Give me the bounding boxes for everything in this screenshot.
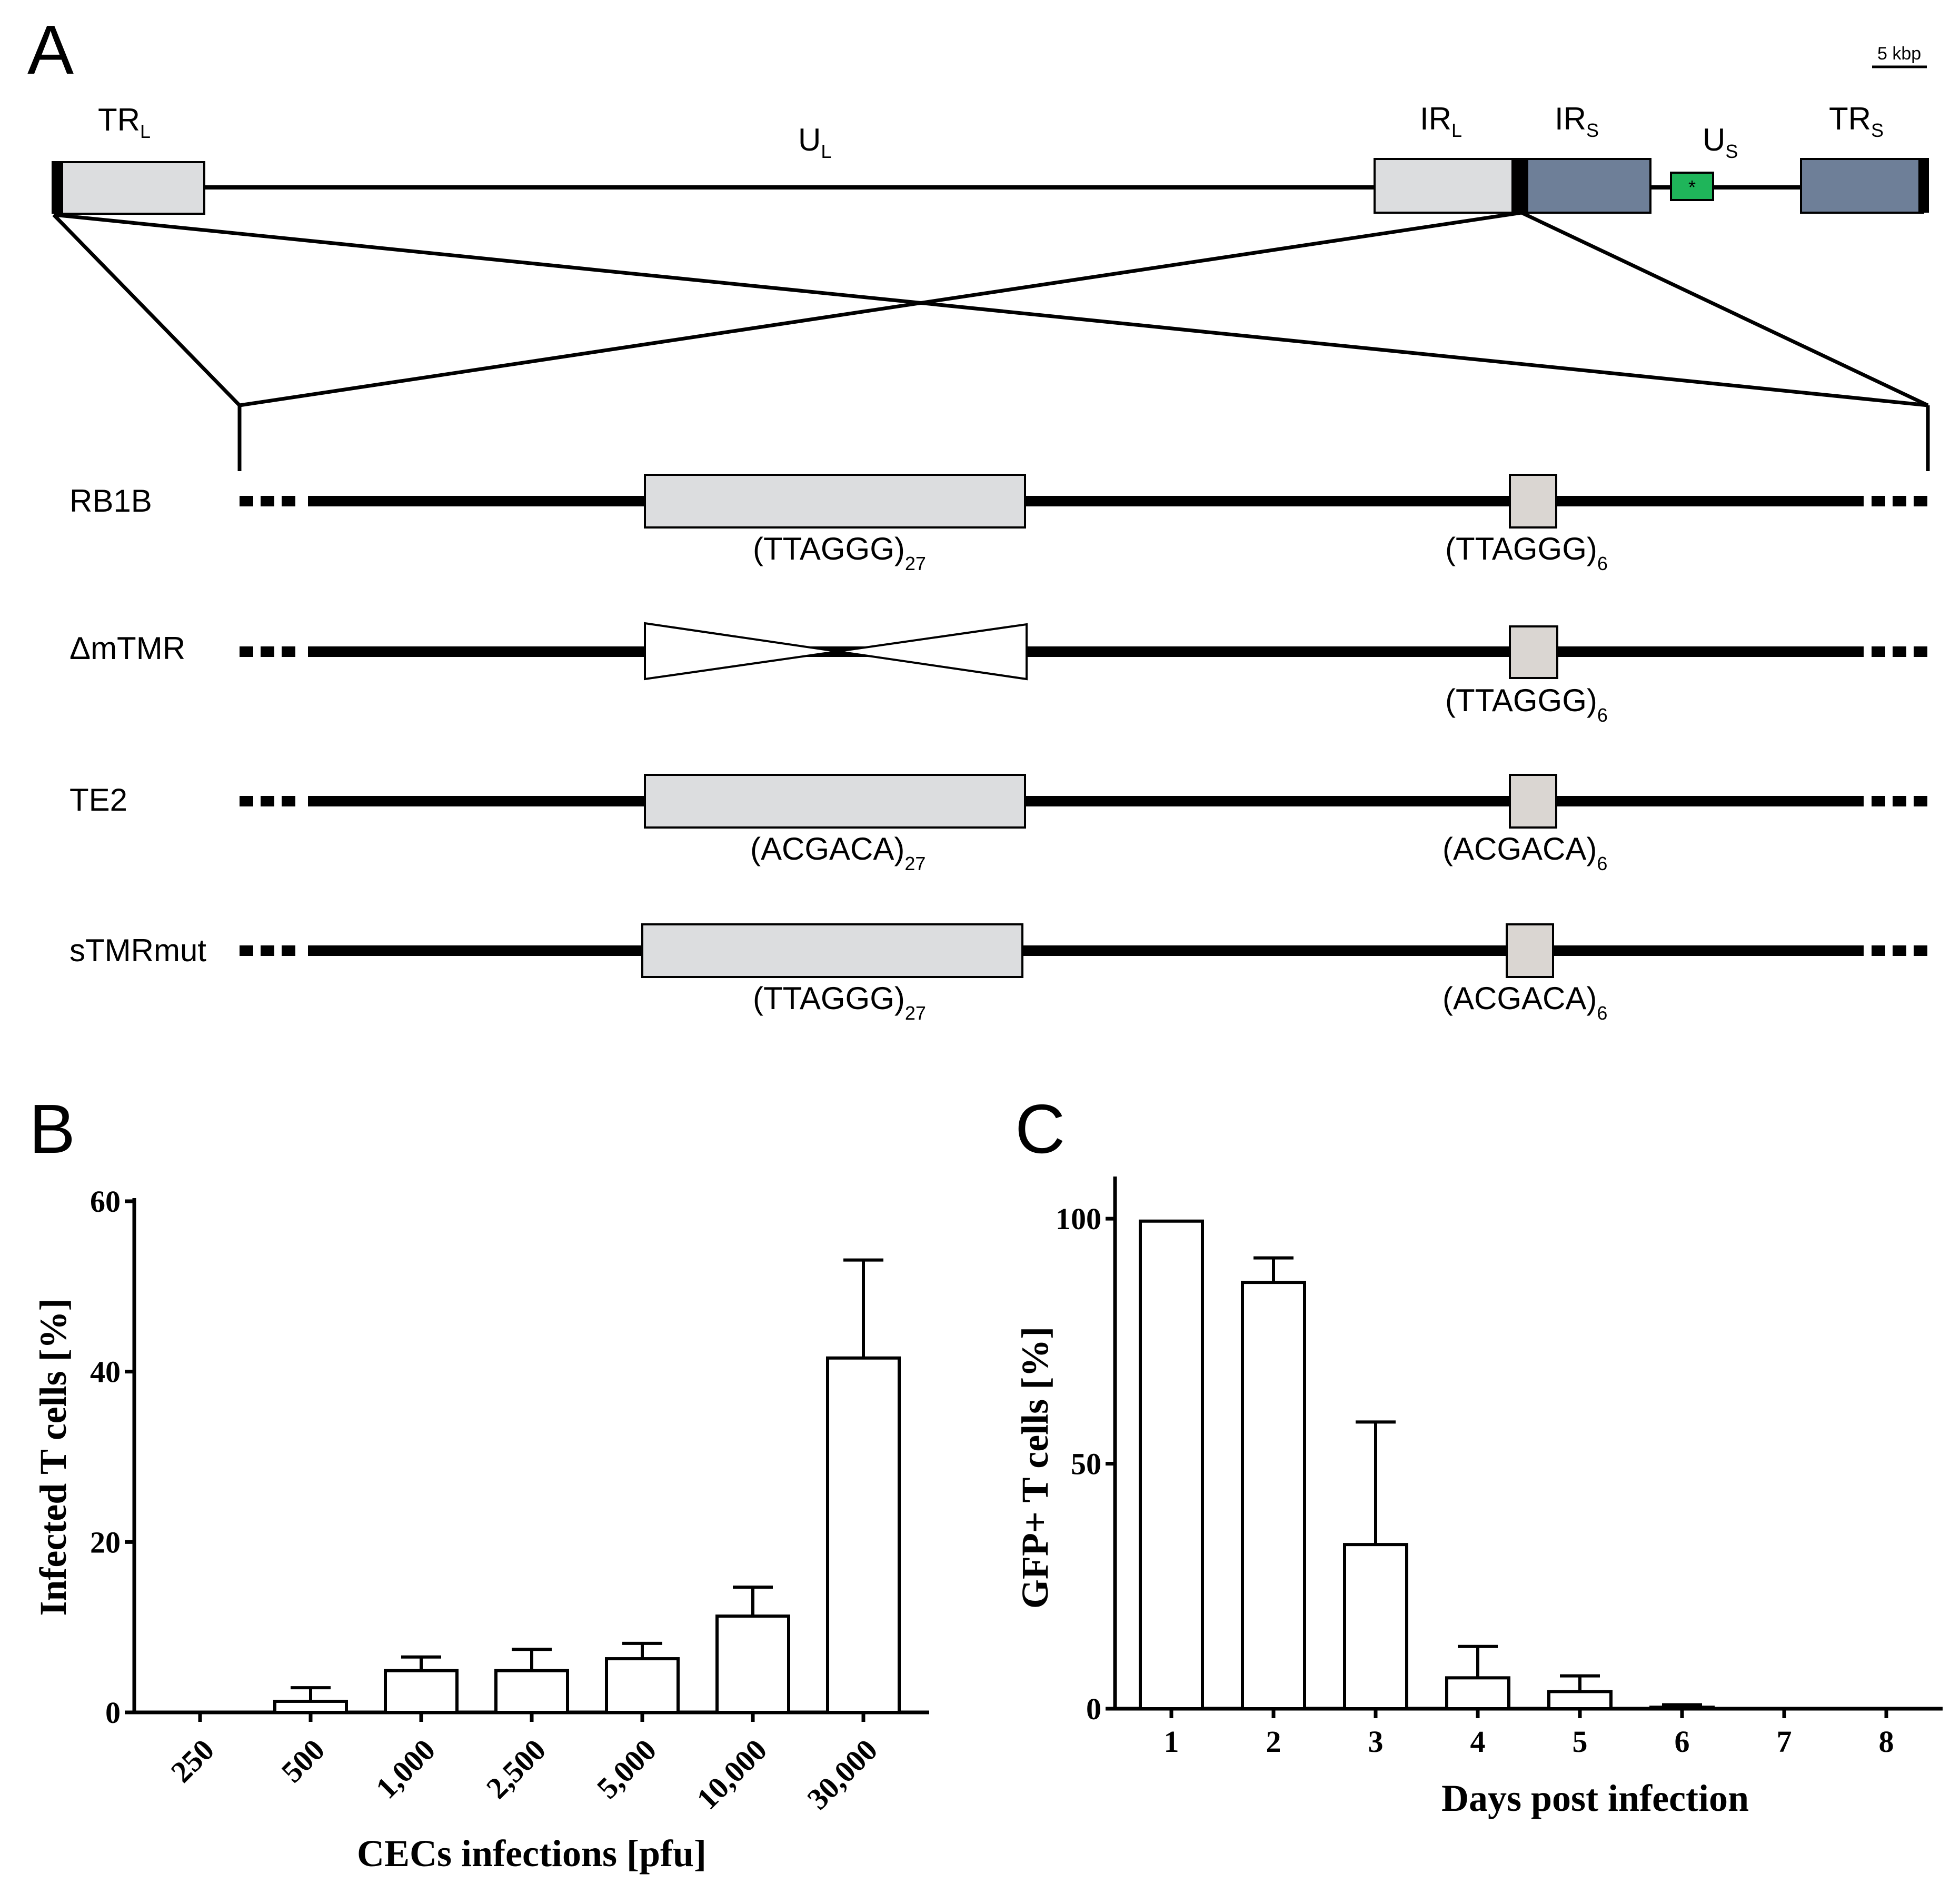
stmr-label: (TTAGGG)6 xyxy=(1445,683,1608,726)
chart-b: 0 20 40 60 250 500 1,000 2,500 5,000 10,000 30,000… xyxy=(32,1184,929,1875)
region-label-ul: UL xyxy=(798,122,831,162)
panel-a: A 5 kbp * TRL UL IRL IRS US TRS xyxy=(27,11,1932,1024)
stmr-box xyxy=(1509,625,1558,679)
zoom-lines xyxy=(52,211,1930,471)
stmr-label: (ACGACA)6 xyxy=(1442,981,1607,1024)
svg-text:IRS: IRS xyxy=(1555,101,1599,141)
bar xyxy=(605,1657,680,1714)
construct-label: ΔmTMR xyxy=(69,631,185,666)
bar xyxy=(1343,1543,1408,1711)
bar xyxy=(826,1356,901,1714)
x-tick-label: 5,000 xyxy=(590,1732,663,1805)
scale-bar-label: 5 kbp xyxy=(1877,44,1921,64)
x-tick-label: 30,000 xyxy=(800,1732,884,1816)
x-tick-label: 1 xyxy=(1164,1724,1179,1759)
x-tick-label: 10,000 xyxy=(690,1732,773,1816)
mtmr-label: (TTAGGG)27 xyxy=(753,531,926,574)
us-marker-box xyxy=(1670,172,1714,201)
y-tick-label: 60 xyxy=(90,1184,121,1219)
x-axis-title: Days post infection xyxy=(1441,1777,1749,1819)
bar xyxy=(1649,1706,1715,1711)
region-label-trs: TRS xyxy=(1829,101,1884,141)
mtmr-label: (TTAGGG)27 xyxy=(753,981,926,1024)
construct-te2: TE2 (ACGACA)27 (ACGACA)6 xyxy=(69,774,1932,874)
construct-dmtmr: ΔmTMR (TTAGGG)6 xyxy=(69,622,1932,726)
y-tick-label: 100 xyxy=(1056,1202,1101,1236)
mtmr-label: (ACGACA)27 xyxy=(750,831,926,874)
y-tick-label: 40 xyxy=(90,1355,121,1389)
x-tick-label: 5 xyxy=(1573,1724,1588,1759)
construct-stmrmut: sTMRmut (TTAGGG)27 (ACGACA)6 xyxy=(69,923,1932,1024)
x-tick-label: 2,500 xyxy=(480,1732,552,1805)
stmr-label: (ACGACA)6 xyxy=(1442,831,1607,874)
stmr-box xyxy=(1509,474,1557,529)
us-marker-asterisk: * xyxy=(1688,176,1696,198)
x-tick-label: 1,000 xyxy=(369,1732,442,1805)
x-axis-title: CECs infections [pfu] xyxy=(357,1832,707,1875)
y-tick-label: 20 xyxy=(90,1525,121,1559)
x-tick-label: 4 xyxy=(1470,1724,1486,1759)
bar xyxy=(384,1669,459,1714)
stmr-label: (TTAGGG)6 xyxy=(1445,531,1608,574)
genome-right-terminus xyxy=(1918,158,1929,213)
construct-label: TE2 xyxy=(69,782,127,818)
panel-b: B 0 20 40 60 250 500 1,000 2,500 5,000 10,000 30,0… xyxy=(29,1090,929,1875)
irl-box xyxy=(1374,158,1514,214)
bar xyxy=(1139,1219,1204,1710)
trs-box xyxy=(1800,158,1924,214)
panel-b-letter: B xyxy=(29,1090,75,1168)
y-axis-title: Infected T cells [%] xyxy=(32,1298,74,1616)
construct-label: sTMRmut xyxy=(69,933,206,968)
trl-box xyxy=(61,161,205,215)
mtmr-box xyxy=(641,923,1023,978)
bar xyxy=(273,1699,348,1714)
mtmr-box xyxy=(644,774,1026,829)
stmr-box xyxy=(1509,774,1557,829)
svg-text:IRL: IRL xyxy=(1420,101,1462,141)
x-tick-label: 8 xyxy=(1879,1724,1894,1759)
y-tick-label: 0 xyxy=(105,1696,121,1730)
x-tick-label: 6 xyxy=(1675,1724,1690,1759)
bar xyxy=(1547,1690,1613,1711)
deletion-bowtie xyxy=(644,622,1028,681)
x-tick-label: 2 xyxy=(1266,1724,1281,1759)
x-tick-label: 3 xyxy=(1368,1724,1384,1759)
x-tick-label: 250 xyxy=(164,1732,221,1789)
bar xyxy=(1445,1676,1510,1711)
svg-text:US: US xyxy=(1703,122,1738,162)
stmr-box xyxy=(1506,923,1554,978)
svg-text:TRS: TRS xyxy=(1829,101,1884,141)
svg-text:TRL: TRL xyxy=(98,102,151,142)
construct-rb1b: RB1B (TTAGGG)27 (TTAGGG)6 xyxy=(69,474,1932,574)
y-tick-label: 50 xyxy=(1071,1447,1101,1481)
y-tick-label: 0 xyxy=(1086,1692,1101,1726)
bar xyxy=(1241,1281,1306,1711)
ir-junction xyxy=(1513,158,1527,213)
bar xyxy=(494,1669,569,1714)
region-label-irl: IRL xyxy=(1420,101,1462,141)
bar xyxy=(715,1614,790,1714)
region-label-us: US xyxy=(1703,122,1738,162)
svg-text:UL: UL xyxy=(798,122,831,162)
genome-left-terminus xyxy=(52,161,62,214)
x-tick-label: 7 xyxy=(1777,1724,1792,1759)
irs-box xyxy=(1526,158,1651,214)
panel-a-letter: A xyxy=(27,11,74,88)
mtmr-box xyxy=(644,474,1026,529)
construct-label: RB1B xyxy=(69,483,152,519)
y-axis-title: GFP+ T cells [%] xyxy=(1014,1327,1056,1609)
region-label-irs: IRS xyxy=(1555,101,1599,141)
panel-c-letter: C xyxy=(1015,1090,1065,1168)
region-label-trl: TRL xyxy=(98,102,151,142)
x-tick-label: 500 xyxy=(275,1732,331,1789)
